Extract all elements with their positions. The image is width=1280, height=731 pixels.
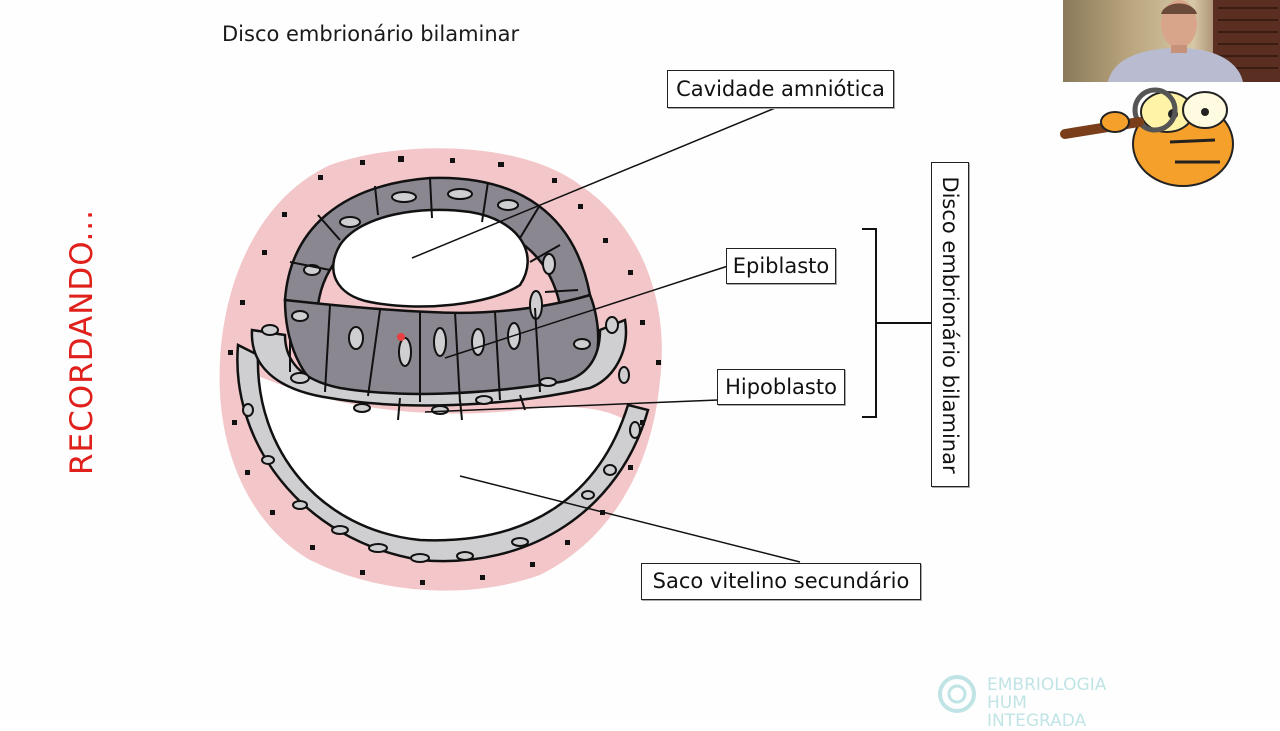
amniotic-cavity xyxy=(332,208,529,308)
disc-bracket xyxy=(862,228,931,418)
embriologia-logo-icon xyxy=(938,675,976,713)
label-hypoblast: Hipoblasto xyxy=(717,369,845,405)
cell-walls xyxy=(289,177,579,421)
label-bilaminar-disc: Disco embrionário bilaminar xyxy=(931,162,969,487)
watermark-text: EMBRIOLOGIA HUM INTEGRADA xyxy=(987,676,1135,730)
watermark-line1: EMBRIOLOGIA HUM xyxy=(987,675,1107,713)
garfield-magnifier-mascot xyxy=(1060,87,1234,187)
label-amniotic-cavity: Cavidade amniótica xyxy=(667,70,894,108)
label-bilaminar-disc-text: Disco embrionário bilaminar xyxy=(938,175,962,474)
watermark-line2: INTEGRADA xyxy=(987,711,1087,731)
trophoblast-speckles xyxy=(228,156,661,585)
label-epiblast: Epiblasto xyxy=(726,248,836,284)
laser-pointer-dot xyxy=(397,333,405,341)
watermark: EMBRIOLOGIA HUM INTEGRADA xyxy=(935,674,1135,730)
diagram-title: Disco embrionário bilaminar xyxy=(222,22,520,46)
yolk-sac-cavity xyxy=(245,370,625,556)
exocoelomic-membrane xyxy=(236,343,650,563)
cell-nuclei xyxy=(242,188,641,563)
hypoblast-layer xyxy=(250,318,628,407)
presenter-figure xyxy=(1108,0,1280,82)
label-yolk-sac: Saco vitelino secundário xyxy=(641,563,921,600)
webcam-presenter xyxy=(1063,0,1280,82)
leader-lines xyxy=(411,105,801,563)
